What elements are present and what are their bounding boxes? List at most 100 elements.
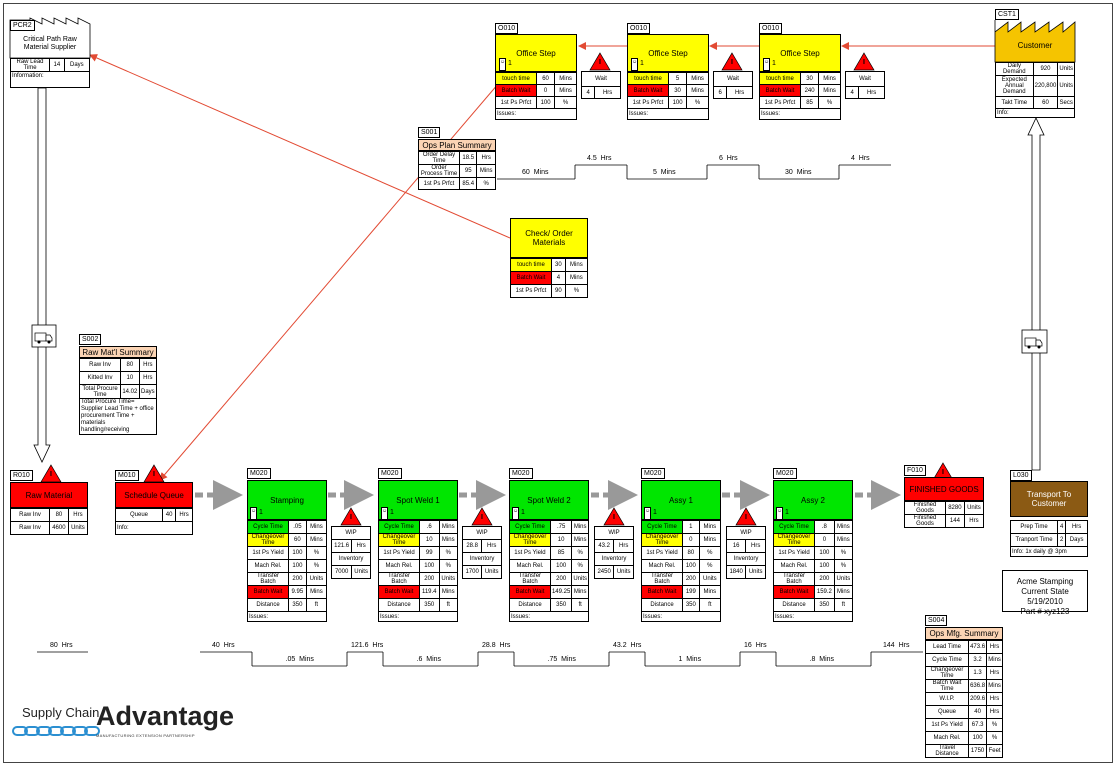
cell: 121.6 — [330, 539, 353, 553]
check-order-box[interactable]: Check/ Order Materials — [510, 218, 588, 258]
timeline-label: .8 Mins — [809, 656, 835, 663]
operator-count: 1 — [390, 509, 394, 516]
schedule-box[interactable]: Schedule Queue — [115, 482, 193, 508]
acme-info-box: Acme Stamping Current State 5/19/2010 Pa… — [1002, 570, 1088, 616]
mfg-timeline — [200, 651, 923, 667]
office-step-box[interactable]: Office Step — [759, 34, 841, 72]
cell: Mins — [564, 258, 589, 272]
cell: Mach Rel. — [773, 559, 815, 573]
cell: 18.5 — [458, 151, 478, 165]
cell: 100 — [288, 546, 307, 560]
cell: Lead Time — [925, 640, 969, 654]
office-step-box[interactable]: Office Step — [627, 34, 709, 72]
cell: 100 — [288, 559, 307, 573]
cell: Cycle Time — [925, 653, 969, 667]
customer-name: Customer — [1017, 41, 1053, 50]
cell: Secs — [1057, 96, 1075, 109]
truck-icon — [31, 324, 57, 348]
office-step-box[interactable]: Office Step — [495, 34, 577, 72]
logo-top-text: Supply Chain — [22, 705, 100, 720]
cell: Hrs — [476, 151, 496, 165]
cell: Batch Wait — [378, 585, 420, 599]
raw-material-box[interactable]: Raw Material — [10, 482, 88, 508]
cell: 1 — [682, 520, 700, 534]
cell: W.I.P. — [925, 692, 969, 706]
supply-chain-advantage-logo: Supply Chain Advantage MANUFACTURING EXT… — [12, 701, 234, 745]
cell: Units — [305, 572, 328, 586]
cell: Transfer Batch — [247, 572, 289, 586]
finished-box[interactable]: FINISHED GOODS — [904, 477, 984, 501]
cell: Finished Goods — [904, 501, 946, 515]
cell: 60 — [1032, 96, 1059, 109]
cell: 350 — [682, 598, 700, 612]
cell: Hrs — [858, 86, 885, 99]
supplier-code: PCR2 — [10, 20, 35, 31]
cell: Transfer Batch — [773, 572, 815, 586]
issues: Issues: — [759, 108, 841, 120]
cell: Travel Distance — [925, 744, 969, 758]
cell: % — [438, 559, 458, 573]
cell: Units — [745, 565, 766, 579]
cell: Hrs — [986, 705, 1003, 719]
issues: Issues: — [641, 611, 721, 622]
cell: Mach Rel. — [247, 559, 289, 573]
cell: Mins — [438, 520, 458, 534]
cell: Mins — [818, 84, 841, 97]
office-step-name: Office Step — [780, 48, 820, 58]
cell: Batch Wait — [773, 585, 815, 599]
truck-icon — [1021, 329, 1048, 354]
cell: Batch Wait — [247, 585, 289, 599]
cell: Mins — [833, 520, 854, 534]
process-box[interactable]: Spot Weld 1 — [378, 480, 458, 520]
process-box[interactable]: Stamping — [247, 480, 327, 520]
cell: Prep Time — [1010, 520, 1058, 534]
process-code: M020 — [773, 468, 797, 479]
raw-summary-title-text: Raw Mat'l Summary — [82, 347, 154, 357]
timeline-label: .75 Mins — [547, 656, 576, 663]
cell: Cycle Time — [773, 520, 815, 534]
cell: 99 — [419, 546, 440, 560]
cell: Queue — [925, 705, 969, 719]
cell: Wait — [713, 71, 753, 87]
ops-plan-title: Ops Plan Summary — [418, 139, 496, 151]
operator-count: 1 — [508, 60, 512, 67]
cell: 1st Ps Prfct — [495, 96, 537, 109]
process-box[interactable]: Assy 1 — [641, 480, 721, 520]
process-code: M020 — [509, 468, 533, 479]
cell: 28.8 — [461, 539, 483, 553]
cell: 1st Ps Yield — [247, 546, 289, 560]
cell: 60 — [535, 72, 556, 85]
customer-factory-shape — [994, 20, 1076, 63]
cell: % — [554, 96, 577, 109]
timeline-label: 43.2 Hrs — [613, 642, 642, 649]
cell: Units — [833, 572, 854, 586]
cell: Units — [1057, 62, 1075, 76]
cell: ft — [438, 598, 458, 612]
operator-icon: ☺ — [250, 507, 257, 520]
office-step-code: O010 — [759, 23, 783, 34]
cell: Mins — [571, 533, 589, 547]
supplier-name: Critical Path Raw Material Supplier — [23, 36, 77, 51]
cell: 3.2 — [967, 653, 988, 667]
cell: Units — [67, 521, 89, 535]
cell: 67.3 — [967, 718, 988, 732]
cell: Hrs — [138, 358, 158, 372]
cell: Distance — [378, 598, 420, 612]
cell: Hrs — [138, 371, 158, 385]
cell: touch time — [627, 72, 669, 85]
cell: 1840 — [725, 565, 747, 579]
cell: 85 — [799, 96, 820, 109]
process-box[interactable]: Assy 2 — [773, 480, 853, 520]
cell: Mins — [818, 72, 841, 85]
process-box[interactable]: Spot Weld 2 — [509, 480, 589, 520]
cell: % — [833, 559, 854, 573]
cell: 1st Ps Yield — [925, 718, 969, 732]
timeline-label: 6 Hrs — [719, 155, 738, 162]
cell: ft — [833, 598, 854, 612]
cell: Mins — [686, 72, 709, 85]
cell: Changeover Time — [509, 533, 551, 547]
transport-box[interactable]: Transport To Customer — [1010, 481, 1088, 517]
